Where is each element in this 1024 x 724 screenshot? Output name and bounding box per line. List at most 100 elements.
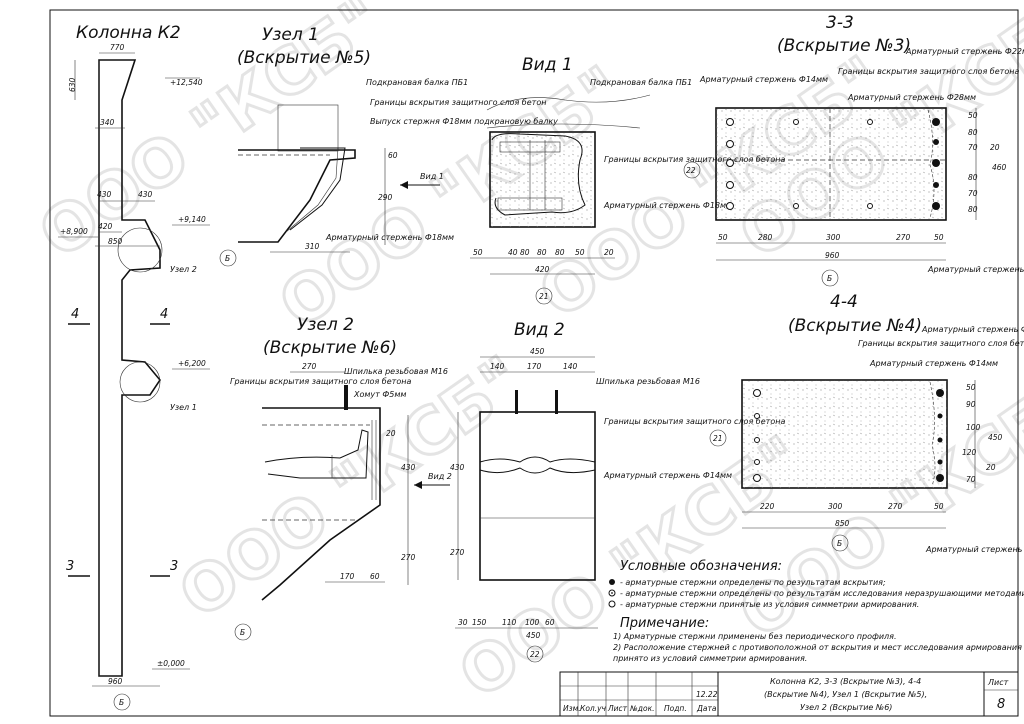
svg-text:140: 140 <box>490 362 505 371</box>
svg-text:420: 420 <box>535 265 550 274</box>
svg-text:Арматурный стержень Ф14мм: Арматурный стержень Ф14мм <box>603 471 732 480</box>
notes: Примечание: 1) Арматурные стержни примен… <box>613 616 1022 663</box>
svg-text:- арматурные стержни определен: - арматурные стержни определены по резул… <box>620 589 1024 598</box>
svg-text:120: 120 <box>962 448 977 457</box>
svg-text:3: 3 <box>66 559 74 574</box>
svg-text:Вид 1: Вид 1 <box>522 55 573 75</box>
svg-text:- арматурные стержни принятые: - арматурные стержни принятые из условия… <box>620 600 919 609</box>
svg-text:960: 960 <box>825 251 840 260</box>
svg-text:Б: Б <box>837 539 842 548</box>
svg-text:+12,540: +12,540 <box>170 78 203 87</box>
svg-text:(Вскрытие №3): (Вскрытие №3) <box>777 36 911 56</box>
svg-text:60: 60 <box>388 151 398 160</box>
svg-text:Границы вскрытия защитного сло: Границы вскрытия защитного слоя бетон <box>370 98 546 107</box>
svg-text:20: 20 <box>990 143 1000 152</box>
svg-text:Колонна К2, 3-3 (Вскрытие №3),: Колонна К2, 3-3 (Вскрытие №3), 4-4 <box>770 677 921 686</box>
svg-text:3-3: 3-3 <box>826 13 854 33</box>
section-4-4: 4-4 (Вскрытие №4) Арматурный стержень Ф2… <box>709 292 1024 554</box>
svg-text:170: 170 <box>340 572 355 581</box>
svg-text:2) Расположение стержней с про: 2) Расположение стержней с противоположн… <box>613 643 1022 652</box>
svg-text:№док.: №док. <box>629 704 655 713</box>
svg-text:70: 70 <box>968 189 978 198</box>
column-k2: Колонна К2 770 630 340 430 430 420 850 9… <box>58 23 210 711</box>
legend: Условные обозначения: - арматурные стерж… <box>608 559 1024 609</box>
svg-text:60: 60 <box>370 572 380 581</box>
svg-text:220: 220 <box>760 502 775 511</box>
svg-text:Кол.уч: Кол.уч <box>580 704 607 713</box>
svg-text:21: 21 <box>713 434 723 443</box>
svg-text:(Вскрытие №5): (Вскрытие №5) <box>237 48 371 68</box>
svg-text:460: 460 <box>992 163 1007 172</box>
svg-text:450: 450 <box>530 347 545 356</box>
svg-text:Подкрановая балка ПБ1: Подкрановая балка ПБ1 <box>366 78 468 87</box>
svg-text:270: 270 <box>302 362 317 371</box>
svg-text:960: 960 <box>108 677 123 686</box>
svg-text:22: 22 <box>530 650 540 659</box>
svg-text:270: 270 <box>401 553 416 562</box>
svg-text:50: 50 <box>934 502 944 511</box>
svg-text:Границы вскрытия защитного сло: Границы вскрытия защитного слоя бетона <box>604 417 785 426</box>
svg-text:Узел 2: Узел 2 <box>297 315 354 335</box>
svg-text:Узел 2: Узел 2 <box>170 265 197 274</box>
svg-text:50: 50 <box>934 233 944 242</box>
svg-text:ООО "КСБ": ООО "КСБ" <box>167 343 537 633</box>
section-3-3: 3-3 (Вскрытие №3) Арматурный стержень Ф2… <box>683 13 1024 287</box>
svg-text:+9,140: +9,140 <box>178 215 206 224</box>
title-block: Изм. Кол.уч Лист №док. Подп. Дата 12.22 … <box>559 671 1019 717</box>
view1-detail: Вид 1 Подкрановая балка ПБ1 Границы вскр… <box>470 55 785 305</box>
svg-text:80: 80 <box>968 128 978 137</box>
svg-text:Лист: Лист <box>987 678 1009 687</box>
svg-text:100: 100 <box>525 618 540 627</box>
svg-text:21: 21 <box>539 292 549 301</box>
svg-text:430: 430 <box>450 463 465 472</box>
svg-text:Выпуск стержня Ф18мм подкранов: Выпуск стержня Ф18мм подкрановую балку <box>370 117 558 126</box>
svg-text:40: 40 <box>508 248 518 257</box>
svg-text:4: 4 <box>71 307 79 322</box>
column-title: Колонна К2 <box>76 23 181 43</box>
svg-text:Б: Б <box>225 254 230 263</box>
svg-text:3: 3 <box>170 559 178 574</box>
svg-text:140: 140 <box>563 362 578 371</box>
svg-text:60: 60 <box>545 618 555 627</box>
svg-text:Границы вскрытия защитного сло: Границы вскрытия защитного слоя бетона <box>838 67 1019 76</box>
svg-text:Арматурный стержень Ф18мм: Арматурный стержень Ф18мм <box>325 233 454 242</box>
svg-text:22: 22 <box>686 166 696 175</box>
svg-text:Границы вскрытия защитного сло: Границы вскрытия защитного слоя бетона <box>230 377 411 386</box>
svg-text:50: 50 <box>718 233 728 242</box>
svg-text:90: 90 <box>966 400 976 409</box>
svg-text:4-4: 4-4 <box>830 292 858 312</box>
svg-text:Дата: Дата <box>696 704 717 713</box>
svg-text:Узел 1: Узел 1 <box>262 25 319 45</box>
svg-text:8: 8 <box>997 697 1005 712</box>
svg-text:850: 850 <box>835 519 850 528</box>
svg-text:Б: Б <box>240 628 245 637</box>
sheet-frame <box>49 9 1019 717</box>
svg-text:Б: Б <box>827 274 832 283</box>
svg-text:80: 80 <box>968 173 978 182</box>
svg-text:270: 270 <box>888 502 903 511</box>
svg-text:430: 430 <box>97 190 112 199</box>
svg-text:1) Арматурные стержни применен: 1) Арматурные стержни применены без пери… <box>613 632 897 641</box>
svg-text:770: 770 <box>110 43 125 52</box>
svg-text:Узел 1: Узел 1 <box>170 403 197 412</box>
svg-text:430: 430 <box>401 463 416 472</box>
svg-text:±0,000: ±0,000 <box>157 659 185 668</box>
svg-text:300: 300 <box>826 233 841 242</box>
svg-text:Арматурный стержень Ф14мм: Арматурный стержень Ф14мм <box>699 75 828 84</box>
svg-text:50: 50 <box>575 248 585 257</box>
svg-text:50: 50 <box>966 383 976 392</box>
svg-text:Условные обозначения:: Условные обозначения: <box>620 559 782 574</box>
svg-text:+6,200: +6,200 <box>178 359 206 368</box>
svg-text:Лист: Лист <box>607 704 628 713</box>
svg-text:12.22: 12.22 <box>696 690 718 699</box>
svg-text:270: 270 <box>896 233 911 242</box>
svg-text:630: 630 <box>68 77 77 92</box>
svg-text:Вид 1: Вид 1 <box>420 172 444 181</box>
svg-text:80: 80 <box>555 248 565 257</box>
svg-text:Б: Б <box>119 698 124 707</box>
svg-text:(Вскрытие №6): (Вскрытие №6) <box>263 338 397 358</box>
svg-text:20: 20 <box>986 463 996 472</box>
svg-text:110: 110 <box>502 618 517 627</box>
svg-text:50: 50 <box>968 111 978 120</box>
